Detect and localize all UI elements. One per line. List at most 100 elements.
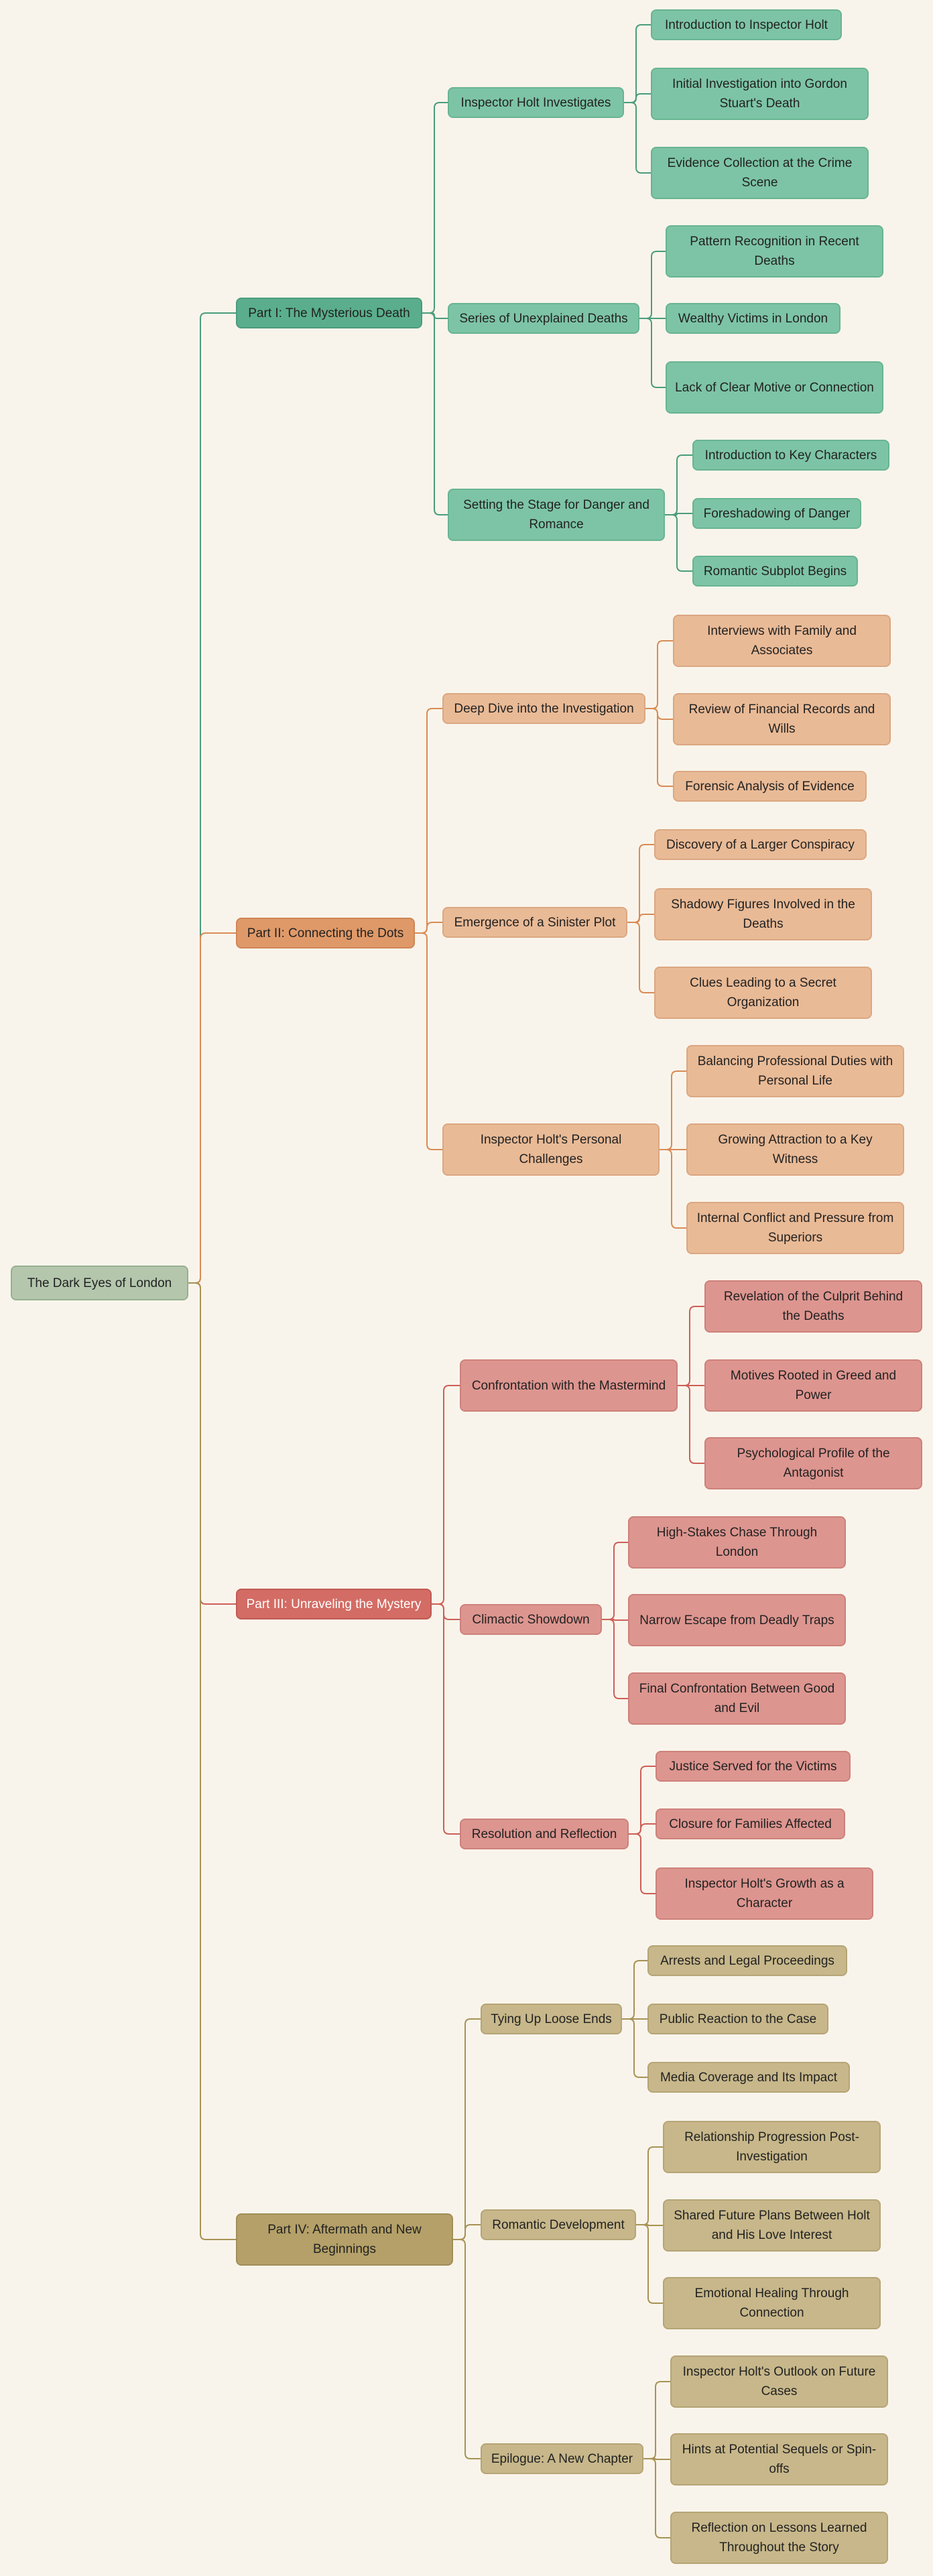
part-1-section-2-item-2: Wealthy Victims in London (666, 303, 841, 334)
part-1-section-3-item-2: Foreshadowing of Danger (692, 498, 861, 529)
connector-part-3-section-2-item-2 (602, 1619, 628, 1621)
part-4-section-1-item-3: Media Coverage and Its Impact (647, 2062, 850, 2093)
connector-part-2-section-3-item-3 (660, 1149, 686, 1229)
part-1-section-3-item-3: Romantic Subplot Begins (692, 556, 858, 587)
root-node: The Dark Eyes of London (11, 1266, 188, 1300)
connector-part-3-section-3 (432, 1603, 460, 1835)
connector-part-2-node (188, 932, 236, 1284)
part-2-section-3-item-3: Internal Conflict and Pressure from Supe… (686, 1202, 904, 1254)
part-3-section-3-item-3: Inspector Holt's Growth as a Character (656, 1867, 873, 1920)
part-3-section-2-item-1: High-Stakes Chase Through London (628, 1516, 846, 1569)
connector-part-4-section-1-item-1 (622, 1960, 647, 2020)
part-4-section-2-item-3: Emotional Healing Through Connection (663, 2277, 881, 2329)
connector-part-4-section-3-item-3 (643, 2458, 670, 2538)
connector-part-2-section-2-item-3 (627, 922, 654, 993)
part-1-section-1-item-2: Initial Investigation into Gordon Stuart… (651, 68, 869, 120)
part-3-section-1: Confrontation with the Mastermind (460, 1359, 678, 1412)
part-3-section-3: Resolution and Reflection (460, 1819, 629, 1849)
part-4-section-2: Romantic Development (481, 2209, 636, 2240)
connector-part-2-section-1-item-3 (645, 708, 673, 787)
connector-part-4-section-1 (453, 2018, 481, 2240)
connector-part-1-node (188, 312, 236, 1284)
connector-part-2-section-2-item-1 (627, 844, 654, 923)
connector-part-2-section-3 (415, 932, 442, 1150)
part-1-node: Part I: The Mysterious Death (236, 298, 422, 328)
part-4-section-2-item-2: Shared Future Plans Between Holt and His… (663, 2199, 881, 2252)
connector-part-3-node (188, 1282, 236, 1605)
part-2-section-1: Deep Dive into the Investigation (442, 693, 645, 724)
connector-part-2-section-3-item-1 (660, 1070, 686, 1150)
connector-part-2-section-1-item-2 (645, 708, 673, 720)
part-4-section-1: Tying Up Loose Ends (481, 2004, 622, 2034)
part-4-section-3-item-1: Inspector Holt's Outlook on Future Cases (670, 2355, 888, 2408)
connector-part-3-section-1-item-3 (678, 1385, 704, 1464)
connector-part-4-section-3 (453, 2239, 481, 2459)
connector-part-4-section-1-item-3 (622, 2018, 647, 2078)
part-1-section-1: Inspector Holt Investigates (448, 87, 624, 118)
part-1-section-2-item-1: Pattern Recognition in Recent Deaths (666, 225, 883, 278)
connector-part-1-section-3 (422, 312, 448, 515)
connector-part-3-section-1 (432, 1385, 460, 1605)
part-2-section-3-item-1: Balancing Professional Duties with Perso… (686, 1045, 904, 1097)
part-4-section-1-item-2: Public Reaction to the Case (647, 2004, 828, 2034)
part-1-section-2-item-3: Lack of Clear Motive or Connection (666, 361, 883, 414)
part-4-node: Part IV: Aftermath and New Beginnings (236, 2213, 453, 2266)
connector-part-3-section-1-item-1 (678, 1306, 704, 1386)
part-1-section-2: Series of Unexplained Deaths (448, 303, 639, 334)
connector-part-4-section-2 (453, 2224, 481, 2240)
connector-part-4-section-2-item-1 (636, 2146, 663, 2225)
part-2-section-2-item-2: Shadowy Figures Involved in the Deaths (654, 888, 872, 940)
part-2-section-1-item-1: Interviews with Family and Associates (673, 615, 891, 667)
part-3-section-1-item-3: Psychological Profile of the Antagonist (704, 1437, 922, 1489)
part-4-section-3-item-3: Reflection on Lessons Learned Throughout… (670, 2512, 888, 2564)
part-3-section-3-item-2: Closure for Families Affected (656, 1808, 845, 1839)
part-2-section-2: Emergence of a Sinister Plot (442, 907, 627, 938)
part-2-section-1-item-2: Review of Financial Records and Wills (673, 693, 891, 745)
part-3-section-1-item-2: Motives Rooted in Greed and Power (704, 1359, 922, 1412)
connector-part-3-section-3-item-2 (629, 1823, 656, 1835)
connector-part-3-section-2-item-1 (602, 1542, 628, 1620)
connector-part-1-section-1-item-3 (624, 102, 651, 174)
connector-part-1-section-2 (422, 312, 448, 319)
part-1-section-3-item-1: Introduction to Key Characters (692, 440, 889, 471)
part-3-section-3-item-1: Justice Served for the Victims (656, 1751, 851, 1782)
part-2-node: Part II: Connecting the Dots (236, 918, 415, 948)
part-2-section-3: Inspector Holt's Personal Challenges (442, 1123, 660, 1176)
connector-part-2-section-2 (415, 922, 442, 934)
connector-part-2-section-2-item-2 (627, 914, 654, 923)
connector-part-2-section-1-item-1 (645, 640, 673, 709)
connector-part-1-section-1 (422, 102, 448, 314)
part-2-section-1-item-3: Forensic Analysis of Evidence (673, 771, 867, 802)
connector-part-3-section-2-item-3 (602, 1619, 628, 1699)
part-2-section-2-item-1: Discovery of a Larger Conspiracy (654, 829, 867, 860)
connector-part-1-section-2-item-3 (639, 318, 666, 388)
part-2-section-2-item-3: Clues Leading to a Secret Organization (654, 967, 872, 1019)
connector-part-1-section-1-item-2 (624, 93, 651, 103)
connector-part-2-section-1 (415, 708, 442, 934)
part-4-section-3: Epilogue: A New Chapter (481, 2443, 643, 2474)
connector-part-4-section-2-item-3 (636, 2224, 663, 2304)
connector-part-3-section-3-item-3 (629, 1833, 656, 1894)
part-1-section-3: Setting the Stage for Danger and Romance (448, 489, 665, 541)
connector-part-1-section-1-item-1 (624, 24, 651, 103)
connector-part-4-section-3-item-1 (643, 2381, 670, 2459)
connector-part-3-section-2 (432, 1603, 460, 1620)
connector-part-1-section-2-item-1 (639, 251, 666, 319)
part-3-section-1-item-1: Revelation of the Culprit Behind the Dea… (704, 1280, 922, 1333)
part-2-section-3-item-2: Growing Attraction to a Key Witness (686, 1123, 904, 1176)
part-1-section-1-item-1: Introduction to Inspector Holt (651, 9, 842, 40)
part-4-section-3-item-2: Hints at Potential Sequels or Spin-offs (670, 2433, 888, 2486)
part-3-section-2-item-3: Final Confrontation Between Good and Evi… (628, 1672, 846, 1725)
connector-part-1-section-3-item-1 (665, 454, 692, 515)
part-1-section-1-item-3: Evidence Collection at the Crime Scene (651, 147, 869, 199)
connector-part-4-node (188, 1282, 236, 2240)
part-3-section-2-item-2: Narrow Escape from Deadly Traps (628, 1594, 846, 1646)
connector-part-1-section-3-item-2 (665, 513, 692, 515)
part-3-section-2: Climactic Showdown (460, 1604, 602, 1635)
part-4-section-1-item-1: Arrests and Legal Proceedings (647, 1945, 847, 1976)
part-4-section-2-item-1: Relationship Progression Post-Investigat… (663, 2121, 881, 2173)
part-3-node: Part III: Unraveling the Mystery (236, 1589, 432, 1619)
connector-part-1-section-3-item-3 (665, 514, 692, 572)
